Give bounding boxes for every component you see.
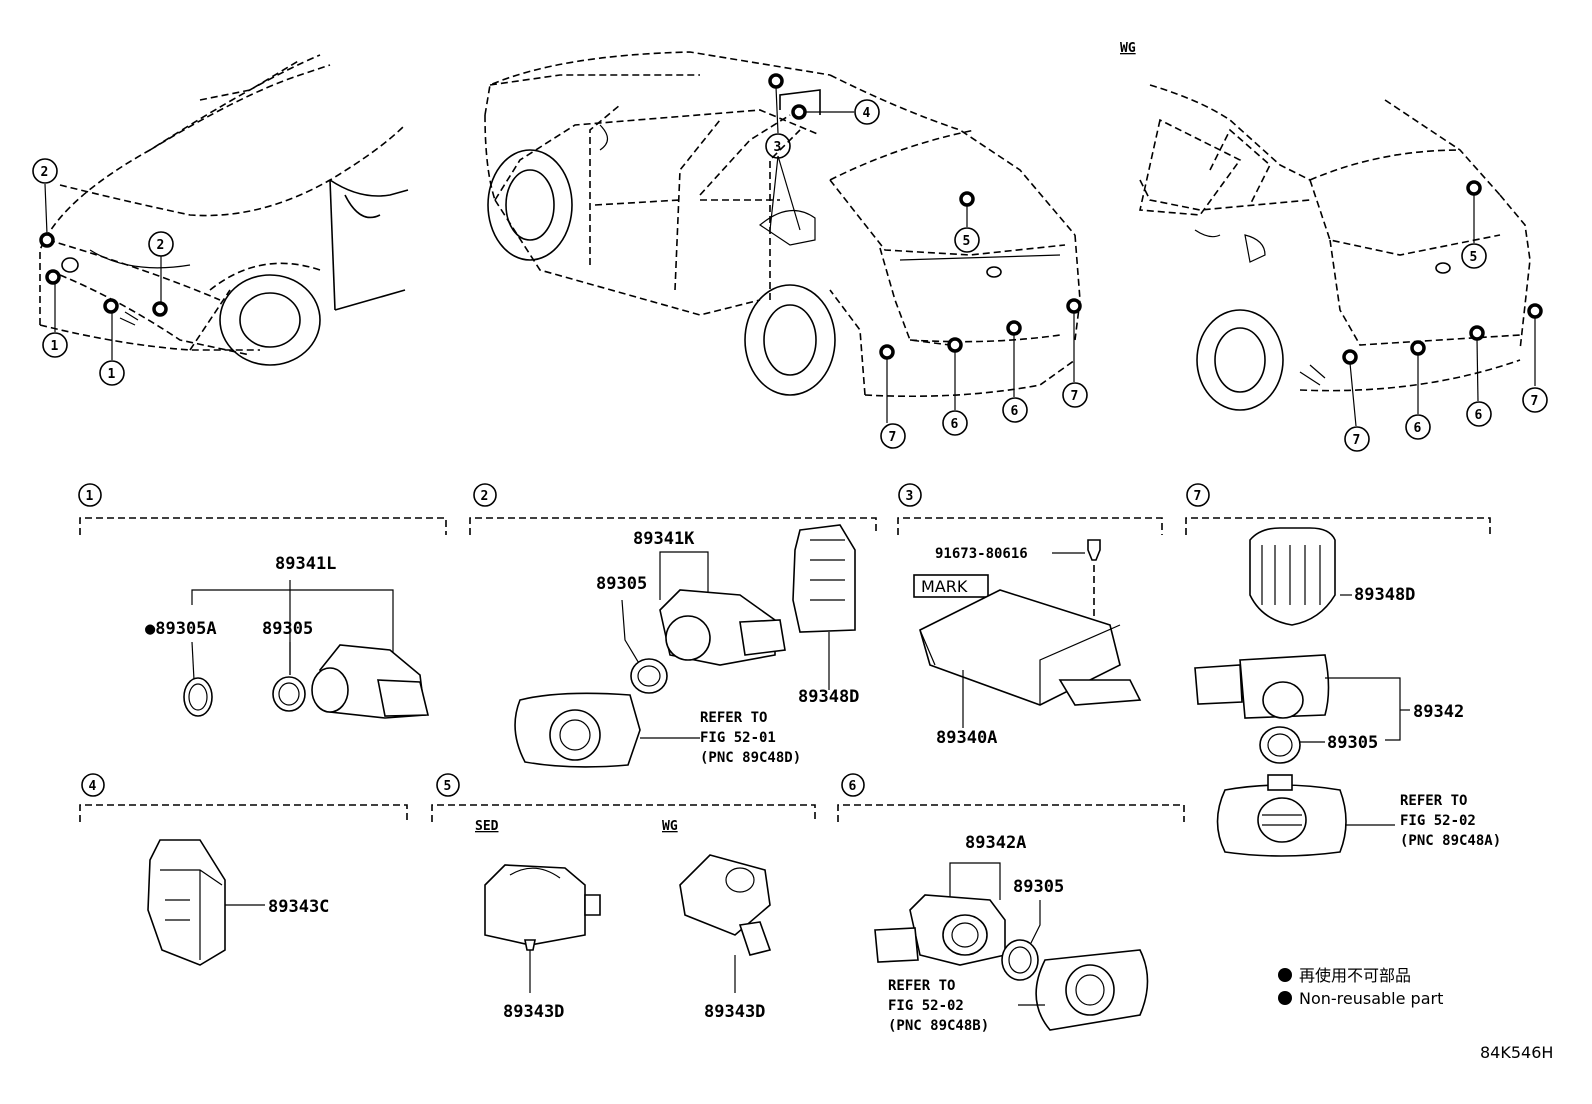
legend-en: Non-reusable part (1299, 989, 1443, 1008)
group-3: 3 91673-80616 MARK 89340A (897, 483, 1163, 748)
label-89343D-wg: 89343D (704, 1002, 765, 1022)
callout-4: 4 (863, 106, 871, 121)
svg-text:4: 4 (89, 779, 97, 794)
callout-7d: 7 (1531, 394, 1539, 409)
sensor-markers-car1 (39, 183, 168, 360)
sedan-label: SED (475, 819, 499, 834)
callout-3: 3 (774, 140, 782, 155)
label-89340A: 89340A (936, 728, 997, 748)
legend: 再使用不可部品 Non-reusable part (1278, 966, 1443, 1008)
sensor-89343D-wg-part (679, 854, 771, 936)
sensor-markers-car2 (768, 73, 1082, 423)
refer-to-g2-3: (PNC 89C48D) (700, 750, 801, 766)
ring-89305-part (272, 676, 306, 712)
wagon-label: WG (1120, 41, 1136, 56)
refer-to-g7-3: (PNC 89C48A) (1400, 833, 1501, 849)
group-2: 2 89341K 89305 89348D REFER TO FIG 52-01… (469, 483, 877, 768)
svg-text:7: 7 (1194, 489, 1202, 504)
label-89305A: ●89305A (145, 619, 217, 639)
wagon-label-g5: WG (662, 819, 678, 834)
callouts-car2: 3 4 5 7 6 6 7 (765, 99, 1088, 449)
label-89343D-sed: 89343D (503, 1002, 564, 1022)
group-6: 6 89342A 89305 REFER TO FIG 52-02 (PNC 8… (837, 773, 1185, 1034)
svg-text:1: 1 (86, 489, 94, 504)
label-89305-g7: 89305 (1327, 733, 1378, 753)
callout-6d: 6 (1475, 408, 1483, 423)
callout-1b: 1 (108, 367, 116, 382)
callout-6c: 6 (1414, 421, 1422, 436)
callouts-car3: 5 7 6 6 7 (1344, 243, 1548, 452)
svg-text:5: 5 (444, 779, 452, 794)
label-89305-g1: 89305 (262, 619, 313, 639)
legend-jp: 再使用不可部品 (1299, 966, 1411, 985)
ring-89305-g2-part (630, 658, 668, 694)
callout-2b: 2 (157, 238, 165, 253)
ring-89305-g6-part (1001, 939, 1039, 981)
group-1: 1 89341L ●89305A 89305 (78, 483, 447, 719)
ecu-89340A-part (919, 589, 1121, 706)
label-91673-80616: 91673-80616 (935, 546, 1028, 562)
callout-5a: 5 (963, 234, 971, 249)
label-89343C: 89343C (268, 897, 329, 917)
bracket-89348D-g7-part (1249, 527, 1336, 626)
sensor-89343C-part (147, 839, 226, 966)
sensor-markers-car3 (1342, 180, 1543, 427)
callout-7b: 7 (1071, 389, 1079, 404)
callout-7c: 7 (1353, 433, 1361, 448)
refer-to-g7-2: FIG 52-02 (1400, 813, 1476, 829)
car-front-view (39, 54, 409, 366)
refer-to-g6-2: FIG 52-02 (888, 998, 964, 1014)
callout-1a: 1 (51, 339, 59, 354)
bolt-part (1087, 539, 1101, 561)
svg-text:2: 2 (481, 489, 489, 504)
label-89341L: 89341L (275, 554, 336, 574)
label-89305-g6: 89305 (1013, 877, 1064, 897)
label-89348D-g7: 89348D (1354, 585, 1415, 605)
svg-text:6: 6 (849, 779, 857, 794)
refer-to-g6-1: REFER TO (888, 978, 955, 994)
group-4: 4 89343C (79, 773, 408, 966)
callout-2a: 2 (41, 165, 49, 180)
figure-code: 84K546H (1480, 1043, 1553, 1062)
bracket-89348D-part (792, 524, 856, 633)
refer-to-g7-1: REFER TO (1400, 793, 1467, 809)
label-89348D-g2: 89348D (798, 687, 859, 707)
label-89342: 89342 (1413, 702, 1464, 722)
callout-7a: 7 (889, 430, 897, 445)
sensor-89343D-sed-part (484, 864, 586, 946)
refer-to-g2-2: FIG 52-01 (700, 730, 776, 746)
ring-89305A-part (183, 677, 213, 717)
callout-6a: 6 (951, 417, 959, 432)
refer-to-g6-3: (PNC 89C48B) (888, 1018, 989, 1034)
mark-label: MARK (921, 577, 968, 596)
label-89342A: 89342A (965, 833, 1026, 853)
group-7: 7 89348D 89342 89305 REFER TO FIG 52-02 … (1185, 483, 1501, 857)
label-89341K: 89341K (633, 529, 695, 549)
refer-to-g2-1: REFER TO (700, 710, 767, 726)
svg-text:3: 3 (906, 489, 914, 504)
callout-6b: 6 (1011, 404, 1019, 419)
label-89305-g2: 89305 (596, 574, 647, 594)
ring-89305-g7-part (1259, 726, 1301, 764)
callout-5b: 5 (1470, 250, 1478, 265)
callouts-car1: 2 2 1 1 (32, 158, 174, 386)
car-rear-wagon-view (1139, 84, 1531, 411)
group-5: 5 SED WG 89343D 89343D (431, 773, 816, 1022)
car-rear-sedan-view (484, 51, 1081, 398)
